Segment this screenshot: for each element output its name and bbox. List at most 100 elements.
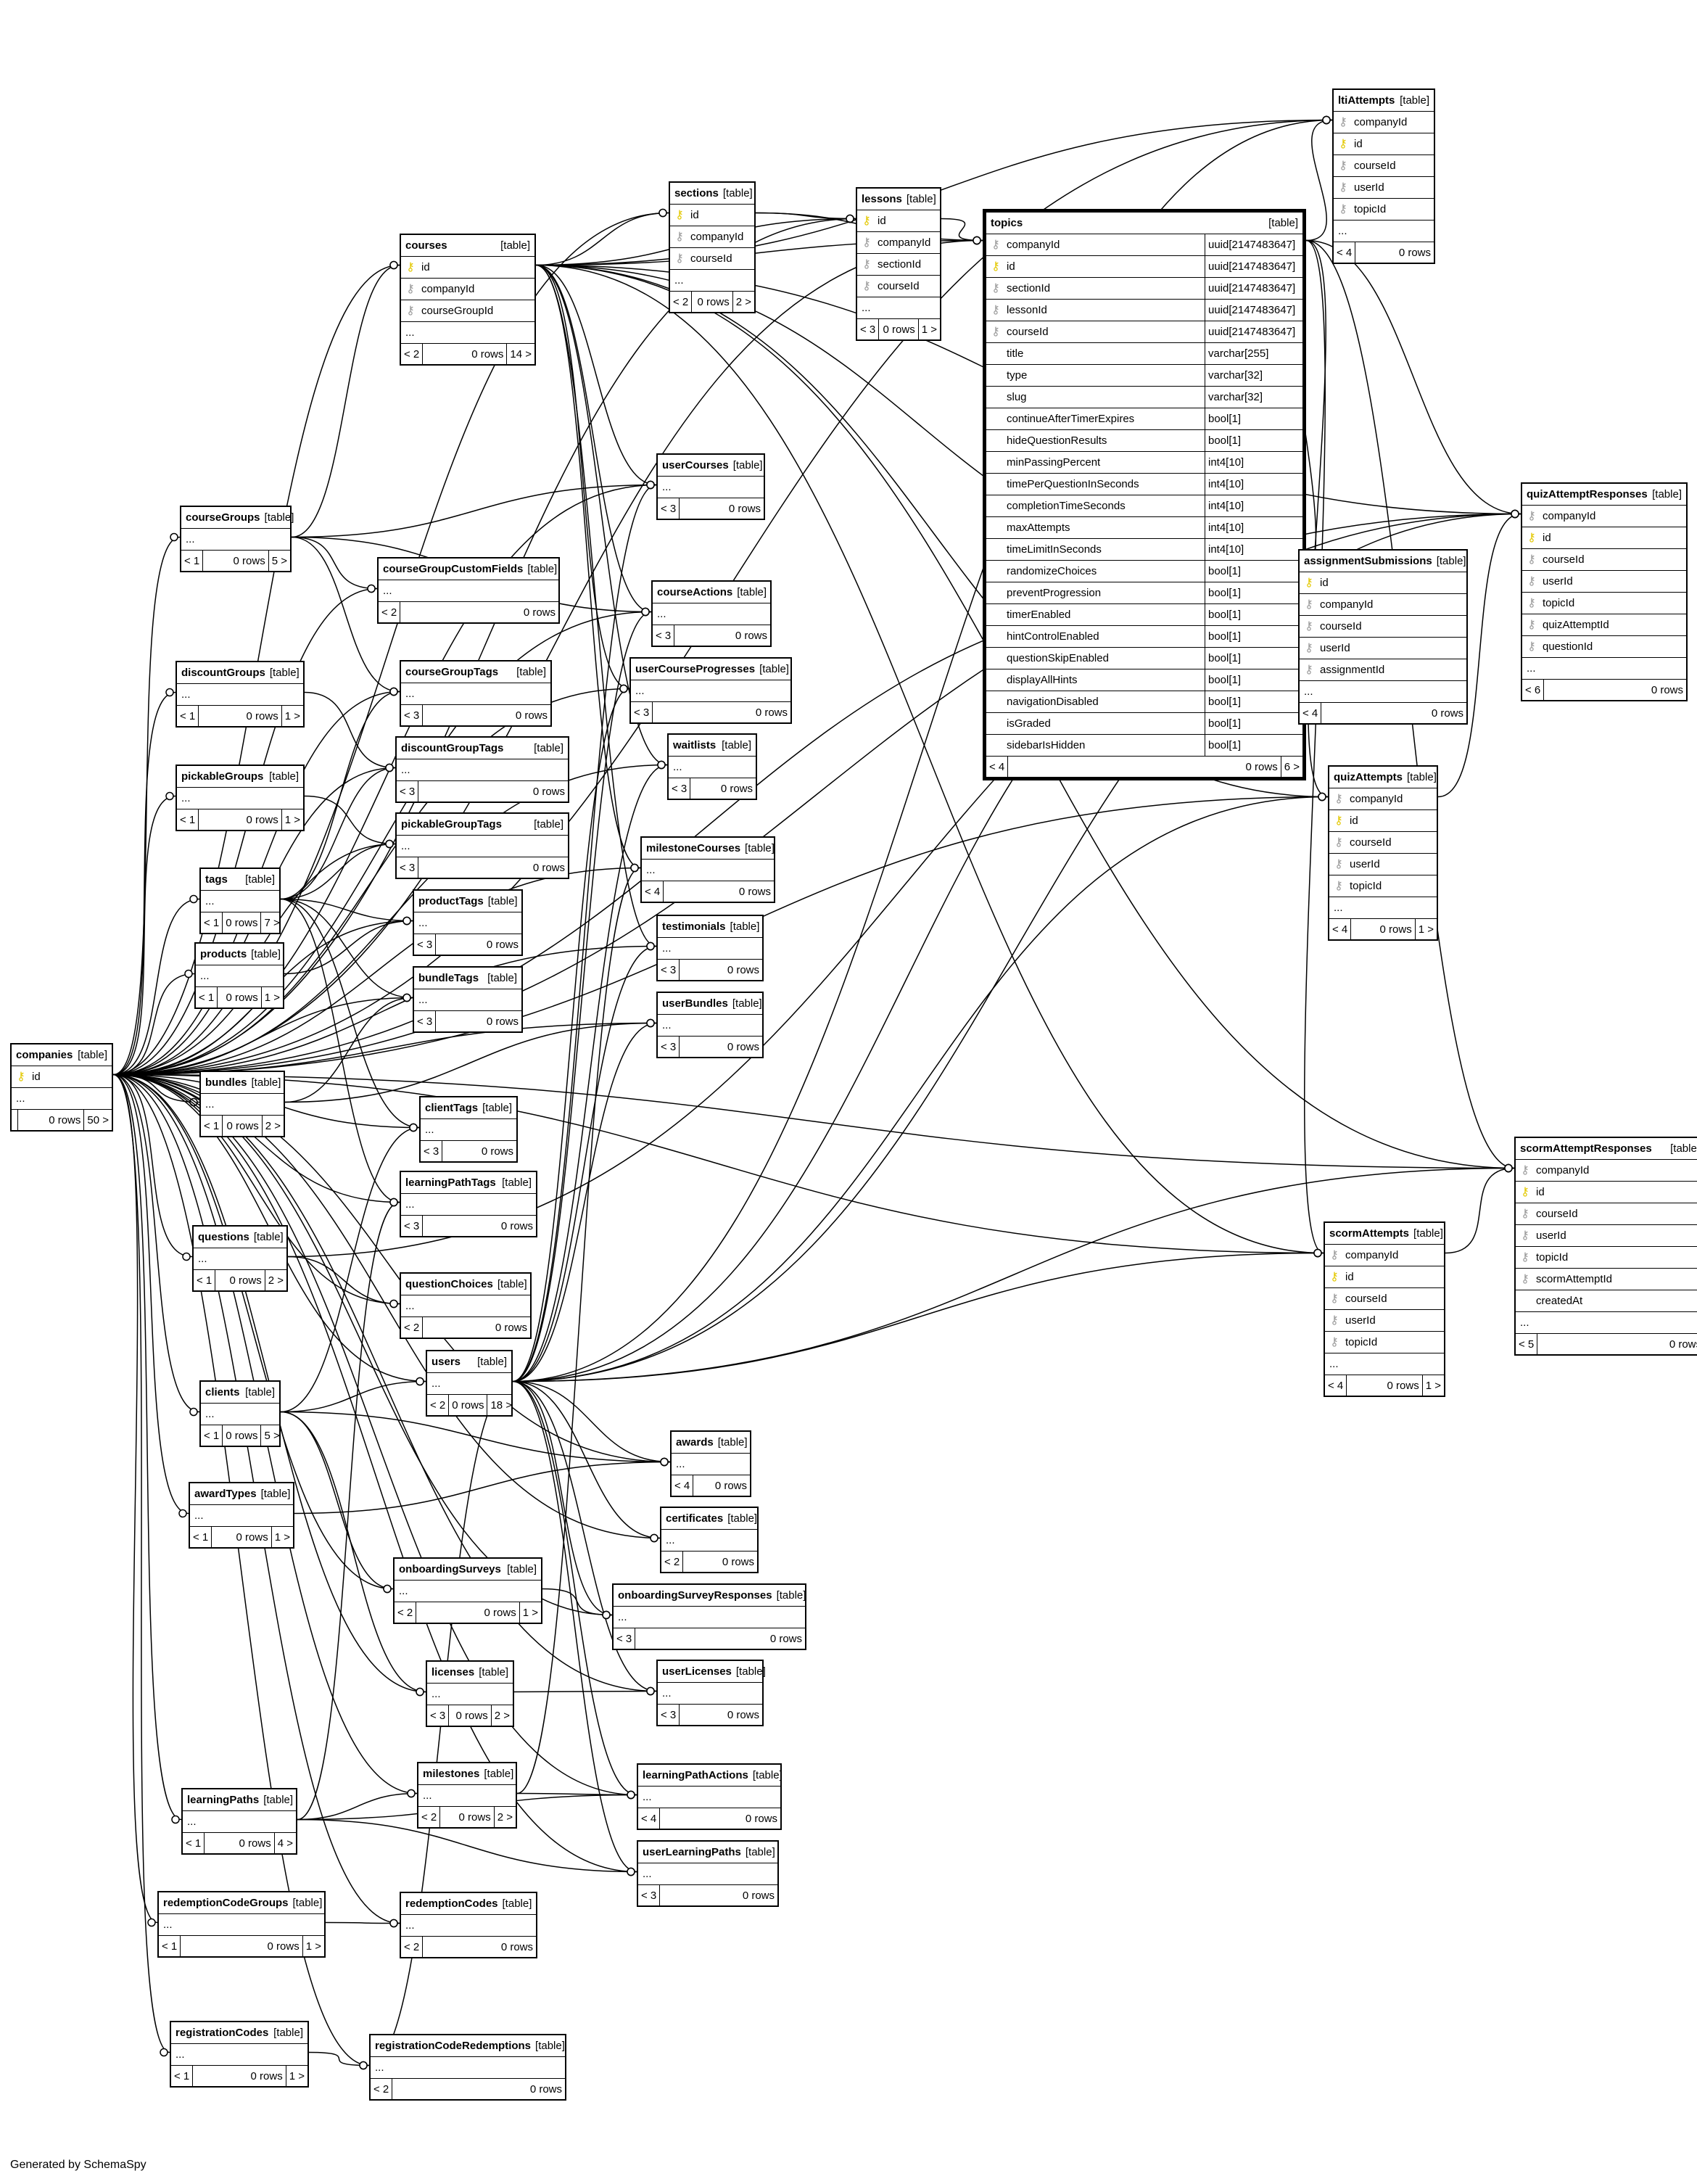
- row-count[interactable]: 0 rows: [1351, 919, 1416, 939]
- parents-count[interactable]: < 3: [658, 498, 680, 519]
- parents-count[interactable]: < 4: [1325, 1375, 1347, 1396]
- column-row[interactable]: ⚷id: [1516, 1182, 1697, 1203]
- parents-count[interactable]: < 2: [379, 602, 401, 622]
- row-count[interactable]: 0 rows: [1347, 1375, 1423, 1396]
- table-name[interactable]: ltiAttempts: [1338, 94, 1395, 107]
- column-row[interactable]: ⚷scormAttemptId: [1516, 1269, 1697, 1290]
- column-row[interactable]: ⚷topicId: [1334, 199, 1434, 221]
- column-row[interactable]: ⚷courseGroupId: [401, 300, 534, 322]
- row-count[interactable]: 0 rows: [193, 2066, 286, 2086]
- row-count[interactable]: 0 rows: [205, 1833, 275, 1853]
- column-row[interactable]: ⚷userId: [1325, 1310, 1444, 1332]
- row-count[interactable]: 0 rows: [727, 1041, 759, 1053]
- row-count[interactable]: 0 rows: [745, 1813, 777, 1825]
- parents-count[interactable]: < 2: [371, 2079, 393, 2099]
- parents-count[interactable]: < 3: [397, 781, 419, 802]
- table-name[interactable]: registrationCodes: [176, 2027, 269, 2039]
- table-courses[interactable]: courses[table]⚷id⚷companyId⚷courseGroupI…: [400, 234, 536, 366]
- column-row[interactable]: ⚷questionId: [1522, 636, 1686, 658]
- column-row[interactable]: ⚷userId: [1334, 177, 1434, 199]
- column-row[interactable]: ⚷courseId: [1522, 549, 1686, 571]
- table-name[interactable]: milestoneCourses: [646, 842, 741, 854]
- parents-count[interactable]: < 4: [638, 1808, 661, 1829]
- row-count[interactable]: 0 rows: [223, 912, 262, 933]
- column-row[interactable]: ⚷quizAttemptId: [1522, 614, 1686, 636]
- table-name[interactable]: learningPathActions: [643, 1769, 748, 1781]
- table-name[interactable]: testimonials: [662, 920, 726, 933]
- parents-count[interactable]: < 2: [401, 1937, 424, 1957]
- column-row[interactable]: ⚷courseId: [1300, 616, 1466, 638]
- children-count[interactable]: 2 >: [735, 296, 751, 308]
- parents-count[interactable]: < 3: [638, 1885, 661, 1905]
- children-count[interactable]: 2 >: [268, 1274, 284, 1287]
- column-row[interactable]: ⚷companyId: [1325, 1245, 1444, 1266]
- table-name[interactable]: pickableGroups: [181, 770, 264, 783]
- table-registrationCodeRedemptions[interactable]: registrationCodeRedemptions[table]...< 2…: [369, 2034, 566, 2101]
- parents-count[interactable]: < 2: [401, 1317, 424, 1338]
- table-ltiAttempts[interactable]: ltiAttempts[table]⚷companyId⚷id⚷courseId…: [1332, 88, 1435, 264]
- column-row[interactable]: ⚷userId: [1516, 1225, 1697, 1247]
- parents-count[interactable]: < 4: [1329, 919, 1352, 939]
- column-row[interactable]: ⚷id: [1325, 1266, 1444, 1288]
- parents-count[interactable]: < 2: [401, 344, 424, 364]
- row-count[interactable]: 0 rows: [1651, 684, 1683, 696]
- parents-count[interactable]: < 2: [395, 1602, 417, 1623]
- children-count[interactable]: 1 >: [284, 814, 300, 826]
- parents-count[interactable]: < 3: [414, 1011, 437, 1031]
- parents-count[interactable]: < 3: [401, 1216, 424, 1236]
- row-count[interactable]: 0 rows: [1008, 757, 1281, 777]
- table-name[interactable]: topics: [991, 217, 1023, 229]
- table-name[interactable]: redemptionCodes: [405, 1897, 498, 1910]
- parents-count[interactable]: < 3: [614, 1628, 636, 1649]
- row-count[interactable]: 0 rows: [500, 1941, 533, 1953]
- table-name[interactable]: courseGroups: [186, 511, 260, 524]
- column-row[interactable]: ⚷id: [857, 210, 940, 232]
- table-name[interactable]: courseGroupCustomFields: [383, 563, 524, 575]
- parents-count[interactable]: < 1: [196, 987, 218, 1007]
- row-count[interactable]: 0 rows: [495, 1322, 527, 1334]
- table-name[interactable]: courseGroupTags: [405, 666, 499, 678]
- parents-count[interactable]: < 3: [653, 625, 675, 646]
- parents-count[interactable]: < 3: [658, 1705, 680, 1725]
- row-count[interactable]: 0 rows: [523, 606, 556, 619]
- row-count[interactable]: 0 rows: [714, 1480, 747, 1492]
- table-quizAttemptResponses[interactable]: quizAttemptResponses[table]⚷companyId⚷id…: [1521, 482, 1688, 701]
- column-row[interactable]: ⚷courseId: [1516, 1203, 1697, 1225]
- row-count[interactable]: 0 rows: [720, 783, 753, 795]
- table-name[interactable]: redemptionCodeGroups: [163, 1897, 289, 1909]
- column-row[interactable]: ⚷id: [670, 205, 754, 226]
- column-row[interactable]: ⚷courseId: [1329, 832, 1437, 854]
- parents-count[interactable]: < 2: [670, 292, 693, 312]
- parents-count[interactable]: < 4: [672, 1475, 694, 1496]
- table-name[interactable]: discountGroups: [181, 667, 265, 679]
- column-row[interactable]: ⚷companyId: [1522, 506, 1686, 527]
- parents-count[interactable]: < 1: [190, 1527, 212, 1547]
- column-row[interactable]: ⚷id: [1300, 572, 1466, 594]
- children-count[interactable]: 1 >: [1425, 1380, 1441, 1392]
- table-name[interactable]: awards: [676, 1436, 714, 1449]
- parents-count[interactable]: < 2: [418, 1807, 441, 1827]
- column-row[interactable]: ⚷userId: [1522, 571, 1686, 593]
- row-count[interactable]: 0 rows: [722, 1556, 754, 1568]
- row-count[interactable]: 0 rows: [449, 1395, 488, 1415]
- table-name[interactable]: onboardingSurveyResponses: [618, 1589, 772, 1602]
- column-row[interactable]: ⚷topicId: [1325, 1332, 1444, 1353]
- row-count[interactable]: 0 rows: [500, 1220, 533, 1232]
